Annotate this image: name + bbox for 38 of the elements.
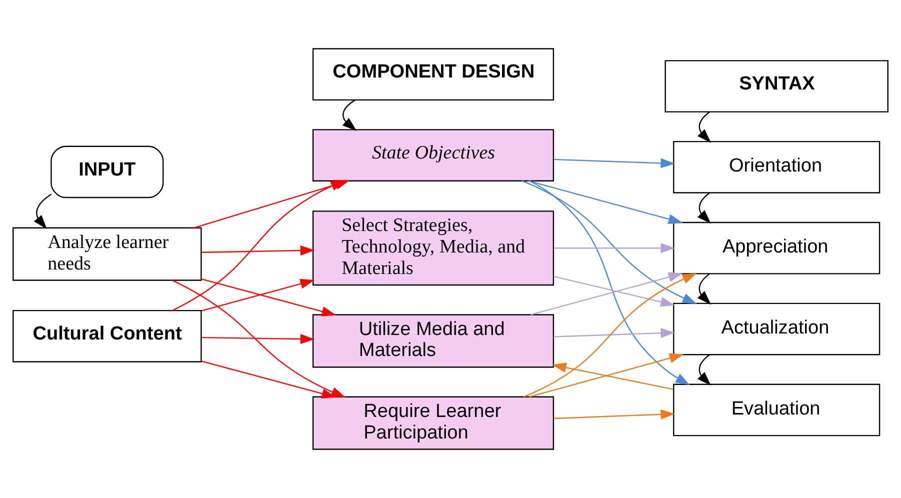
arrow xyxy=(529,353,684,398)
arrow xyxy=(554,328,676,338)
node-box: Cultural Content xyxy=(12,310,202,362)
arrow xyxy=(554,276,675,307)
node-box: Actualization xyxy=(673,302,880,356)
arrow xyxy=(552,362,674,390)
node-box: Evaluation xyxy=(673,384,880,436)
arrow xyxy=(202,334,315,344)
node-box: INPUT xyxy=(50,146,164,198)
arrow xyxy=(529,180,690,386)
arrow xyxy=(201,278,315,312)
arrow xyxy=(554,243,676,254)
arrow xyxy=(201,278,336,316)
node-box: SYNTAX xyxy=(664,60,888,112)
arrow xyxy=(528,180,683,224)
node-box: Require Learner Participation xyxy=(312,396,554,450)
arrow xyxy=(697,192,712,224)
arrow xyxy=(554,158,676,168)
arrow xyxy=(522,180,697,304)
arrow xyxy=(524,273,697,398)
node-box: State Objectives xyxy=(312,129,554,182)
arrow xyxy=(201,360,336,398)
node-box: Analyze learner needs xyxy=(12,227,202,281)
node-box: COMPONENT DESIGN xyxy=(312,48,554,101)
arrow xyxy=(202,246,315,256)
node-box: Select Strategies, Technology, Media, and Materials xyxy=(312,210,554,286)
node-box: Appreciation xyxy=(673,222,880,274)
arrow xyxy=(342,100,357,131)
node-box: Orientation xyxy=(673,141,880,194)
arrow xyxy=(530,272,683,316)
arrow xyxy=(697,273,712,305)
arrow xyxy=(172,180,346,311)
node-box: Utilize Media and Materials xyxy=(312,314,554,368)
arrow xyxy=(172,280,346,398)
arrow xyxy=(697,112,712,143)
arrow xyxy=(554,409,675,420)
arrow xyxy=(34,194,52,230)
arrow xyxy=(697,354,712,386)
